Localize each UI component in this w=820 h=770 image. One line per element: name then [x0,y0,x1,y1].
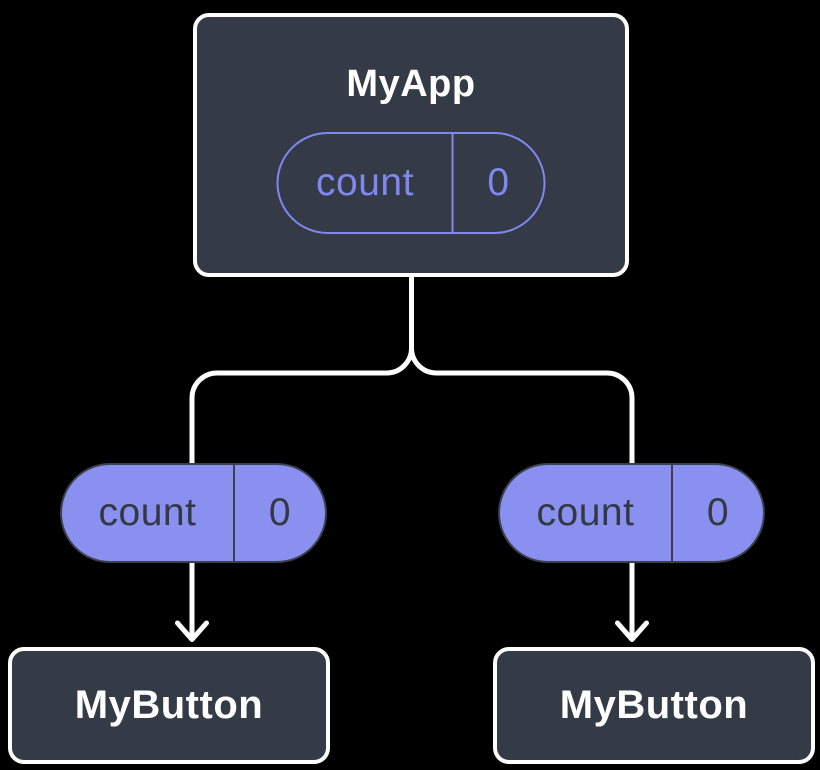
node-myapp: MyApp count 0 [193,13,629,277]
state-pill-name: count [316,161,414,204]
node-mybutton-left-title: MyButton [74,683,264,727]
arrow-right-head-icon [615,620,649,642]
state-pill-myapp: count 0 [276,132,546,234]
state-pill-value: 0 [451,134,544,232]
node-mybutton-right: MyButton [493,647,815,764]
connector-branch-right [409,345,635,467]
prop-pill-right-name: count [536,491,635,534]
prop-pill-left-name: count [98,491,197,534]
arrow-left-head-icon [175,620,209,642]
node-mybutton-right-title: MyButton [559,683,749,727]
connector-branch-left [189,345,414,467]
prop-pill-right-value: 0 [671,465,763,561]
node-mybutton-left: MyButton [8,647,330,764]
prop-pill-left: count 0 [60,463,327,563]
prop-pill-left-value: 0 [233,465,325,561]
node-myapp-title: MyApp [346,63,476,105]
prop-pill-right: count 0 [498,463,765,563]
